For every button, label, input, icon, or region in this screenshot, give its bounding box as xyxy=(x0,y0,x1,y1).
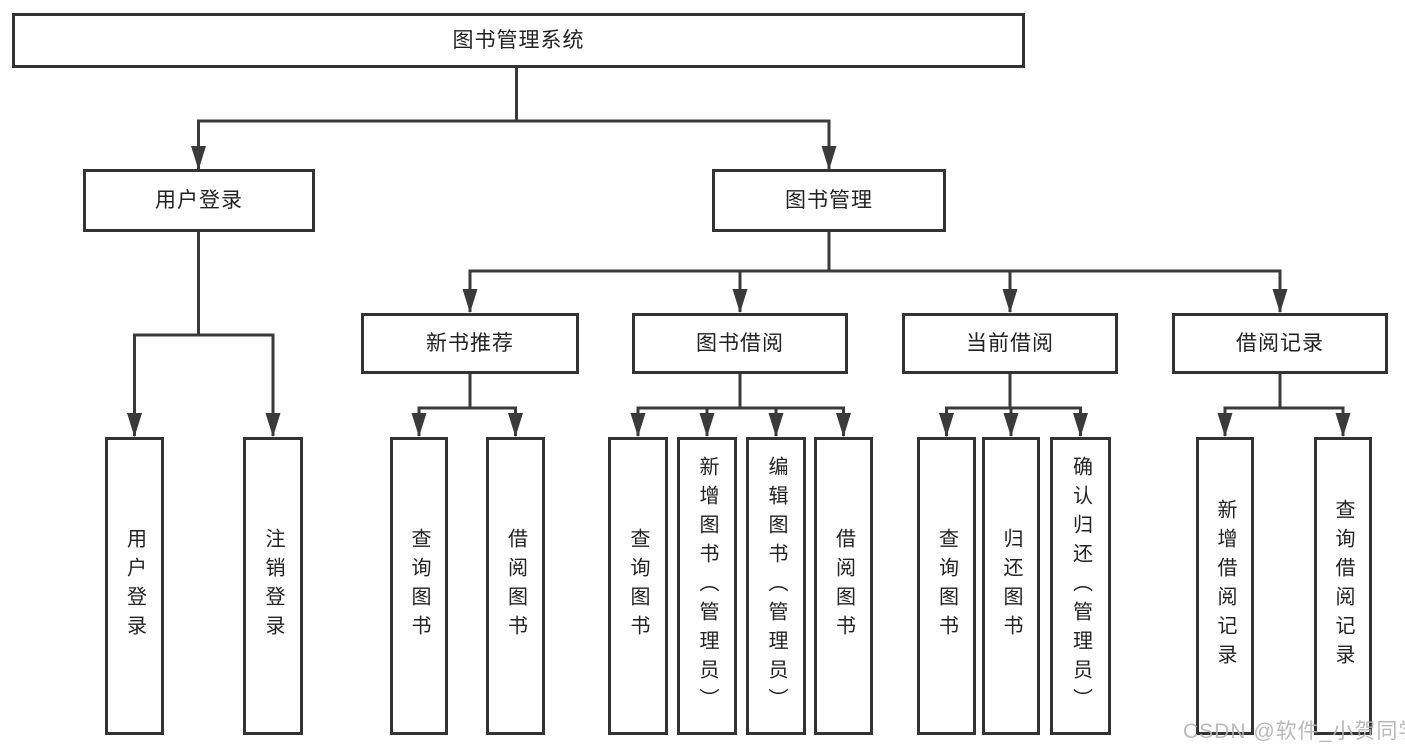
node-user-login: 用户登录 xyxy=(83,169,315,232)
leaf-current-query-book: 查询图书 xyxy=(917,437,976,735)
leaf-borrow-edit-book-admin: 编辑图书（管理员） xyxy=(746,437,806,735)
leaf-recommend-query-book: 查询图书 xyxy=(390,437,448,735)
leaf-logout: 注销登录 xyxy=(243,437,303,735)
node-borrow-record: 借阅记录 xyxy=(1172,313,1388,374)
node-current-borrow: 当前借阅 xyxy=(902,313,1118,374)
leaf-record-add-record: 新增借阅记录 xyxy=(1196,437,1254,735)
leaf-borrow-borrow-book: 借阅图书 xyxy=(814,437,873,735)
leaf-user-login: 用户登录 xyxy=(105,437,164,735)
leaf-recommend-borrow-book: 借阅图书 xyxy=(486,437,545,735)
node-new-book-recommend: 新书推荐 xyxy=(361,313,579,374)
leaf-current-confirm-return-admin: 确认归还（管理员） xyxy=(1050,437,1111,735)
node-root: 图书管理系统 xyxy=(12,13,1025,68)
leaf-borrow-query-book: 查询图书 xyxy=(608,437,668,735)
leaf-borrow-add-book-admin: 新增图书（管理员） xyxy=(677,437,737,735)
leaf-current-return-book: 归还图书 xyxy=(982,437,1040,735)
leaf-record-query-record: 查询借阅记录 xyxy=(1314,437,1372,735)
node-book-borrow: 图书借阅 xyxy=(632,313,848,374)
node-book-management: 图书管理 xyxy=(712,169,946,232)
csdn-watermark: CSDN @软件_小贺同学 xyxy=(1183,720,1405,743)
